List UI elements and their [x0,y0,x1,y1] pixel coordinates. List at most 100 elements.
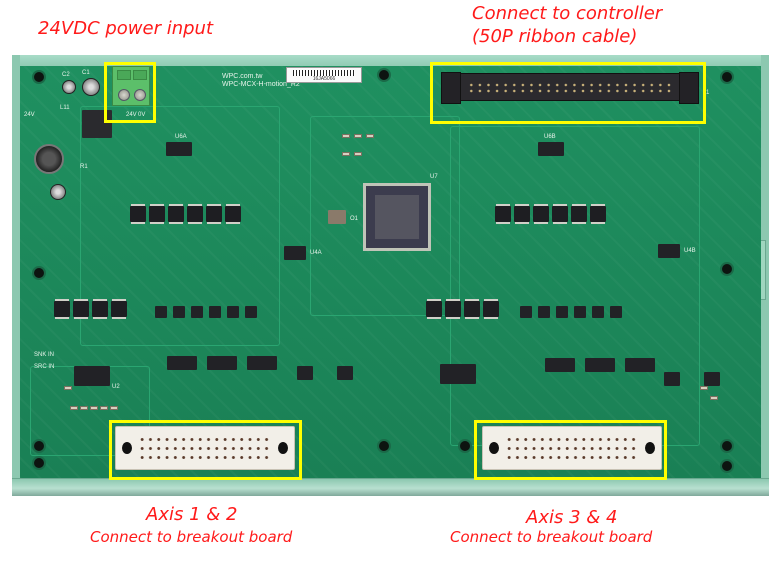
optocoupler [206,206,222,222]
mount-hole-right [645,442,655,454]
enclosure-rail-left [12,55,20,496]
transistor [245,306,257,318]
optocoupler [552,206,568,222]
ic-u4b [658,244,680,258]
ic-amp [664,372,680,386]
mounting-hole [32,456,46,470]
pcb-trace [450,126,700,446]
pcb-trace [310,116,460,316]
mounting-hole [458,439,472,453]
ic-amp [337,366,353,380]
controller-connector-highlight [430,62,706,124]
optocoupler [483,301,499,317]
optocoupler [187,206,203,222]
silk-label: U4B [684,248,696,254]
transistor [155,306,167,318]
terminal-slot [133,70,147,80]
ic-u6a [166,142,192,156]
cpu-die [375,195,419,239]
optocoupler [590,206,606,222]
optocoupler [514,206,530,222]
electrolytic-capacitor-c2 [62,80,76,94]
smd-resistor [90,406,98,410]
crystal-oscillator [328,210,346,224]
power-input-highlight [104,62,156,123]
ic-driver [167,356,197,370]
axis34-connector-highlight [474,420,667,480]
terminal-label-0v: 0V [138,112,146,118]
axis12-breakout-connector[interactable] [115,426,295,470]
silk-label: U2 [112,384,120,390]
terminal-label-24v: 24V [126,112,137,118]
serial-number: 16JA5066 [312,76,336,82]
transistor [209,306,221,318]
power-terminal-block[interactable] [112,66,150,106]
ic-amp [297,366,313,380]
pcb-board: WPC.com.tw WPC-MCX-H-motion_R2 U7 O1 J1 … [20,66,761,479]
mounting-hole [377,68,391,82]
terminal-screw-0v[interactable] [134,89,146,101]
smd-resistor [710,396,718,400]
optocoupler [571,206,587,222]
optocoupler [533,206,549,222]
mount-hole-left [489,442,499,454]
transistor [592,306,604,318]
electrolytic-capacitor-c1 [82,78,100,96]
pcb-trace [80,106,280,346]
mounting-hole [32,266,46,280]
connector-j1-label: J1 [703,90,710,96]
optocoupler [426,301,442,317]
mount-hole-left [122,442,132,454]
optocoupler [464,301,480,317]
connector-pins [467,82,673,94]
silk-label: U4A [310,250,322,256]
serial-barcode-label: 16JA5066 [286,67,362,83]
mounting-hole [720,262,734,276]
optocoupler [149,206,165,222]
mounting-hole [377,439,391,453]
smd-resistor [342,134,350,138]
transistor [610,306,622,318]
optocoupler [445,301,461,317]
connector-pins [505,435,639,463]
connector-latch-left [441,72,461,104]
mounting-hole [720,459,734,473]
ic-driver [247,356,277,370]
terminal-screw-24v[interactable] [118,89,130,101]
transistor [173,306,185,318]
ic-driver [207,356,237,370]
crystal-label: O1 [350,216,359,222]
smd-resistor [70,406,78,410]
cpu-chip [363,183,431,251]
transistor [520,306,532,318]
silk-label: U6B [544,134,556,140]
mounting-hole [720,70,734,84]
electrolytic-capacitor-c6 [50,184,66,200]
optocoupler [111,301,127,317]
silk-label: R1 [80,164,88,170]
controller-ribbon-connector[interactable] [441,72,699,104]
optocoupler [495,206,511,222]
smd-resistor [80,406,88,410]
transistor [191,306,203,318]
ic-amp [704,372,720,386]
ic-driver [625,358,655,372]
silk-label: L11 [60,105,70,111]
mounting-hole [32,439,46,453]
mounting-hole [32,70,46,84]
silk-label: C2 [62,72,70,78]
controller-callout-line1: Connect to controller [472,3,663,24]
optocoupler [130,206,146,222]
axis34-callout-title: Axis 3 & 4 [526,507,618,528]
transistor [556,306,568,318]
terminal-slot [117,70,131,80]
mounting-hole [720,439,734,453]
axis34-breakout-connector[interactable] [482,426,662,470]
connector-pins [138,435,272,463]
optocoupler [54,301,70,317]
transistor [538,306,550,318]
optocoupler [92,301,108,317]
smd-resistor [354,152,362,156]
board-vendor-label: WPC.com.tw [222,73,263,80]
axis12-connector-highlight [109,420,302,480]
